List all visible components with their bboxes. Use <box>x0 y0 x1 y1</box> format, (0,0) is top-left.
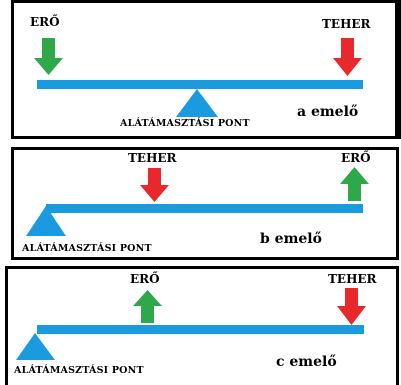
effort-arrow-a <box>34 38 63 75</box>
fulcrum-label-c: ALÁTÁMASZTÁSI PONT <box>14 365 144 376</box>
lever-panel-b <box>11 147 399 260</box>
lever-beam-c <box>37 325 364 334</box>
fulcrum-label-b: ALÁTÁMASZTÁSI PONT <box>22 243 152 254</box>
lever-beam-b <box>46 204 363 213</box>
load-arrow-c <box>337 288 366 325</box>
effort-label-a: ERŐ <box>30 15 60 29</box>
lever-beam-a <box>37 80 363 89</box>
load-arrow-b <box>140 168 169 202</box>
fulcrum-a <box>176 89 218 117</box>
load-label-b: TEHER <box>128 151 177 165</box>
load-arrow-a <box>333 38 362 76</box>
effort-arrow-c <box>133 290 162 323</box>
load-label-a: TEHER <box>322 17 371 31</box>
caption-a: a emelő <box>297 104 359 120</box>
fulcrum-b <box>26 206 66 236</box>
caption-b: b emelő <box>260 231 322 247</box>
effort-arrow-b <box>340 167 369 201</box>
fulcrum-label-a: ALÁTÁMASZTÁSI PONT <box>120 118 250 129</box>
fulcrum-c <box>16 333 55 360</box>
load-label-c: TEHER <box>328 272 377 286</box>
effort-label-b: ERŐ <box>341 151 371 165</box>
caption-c: c emelő <box>276 354 337 370</box>
effort-label-c: ERŐ <box>130 272 160 286</box>
